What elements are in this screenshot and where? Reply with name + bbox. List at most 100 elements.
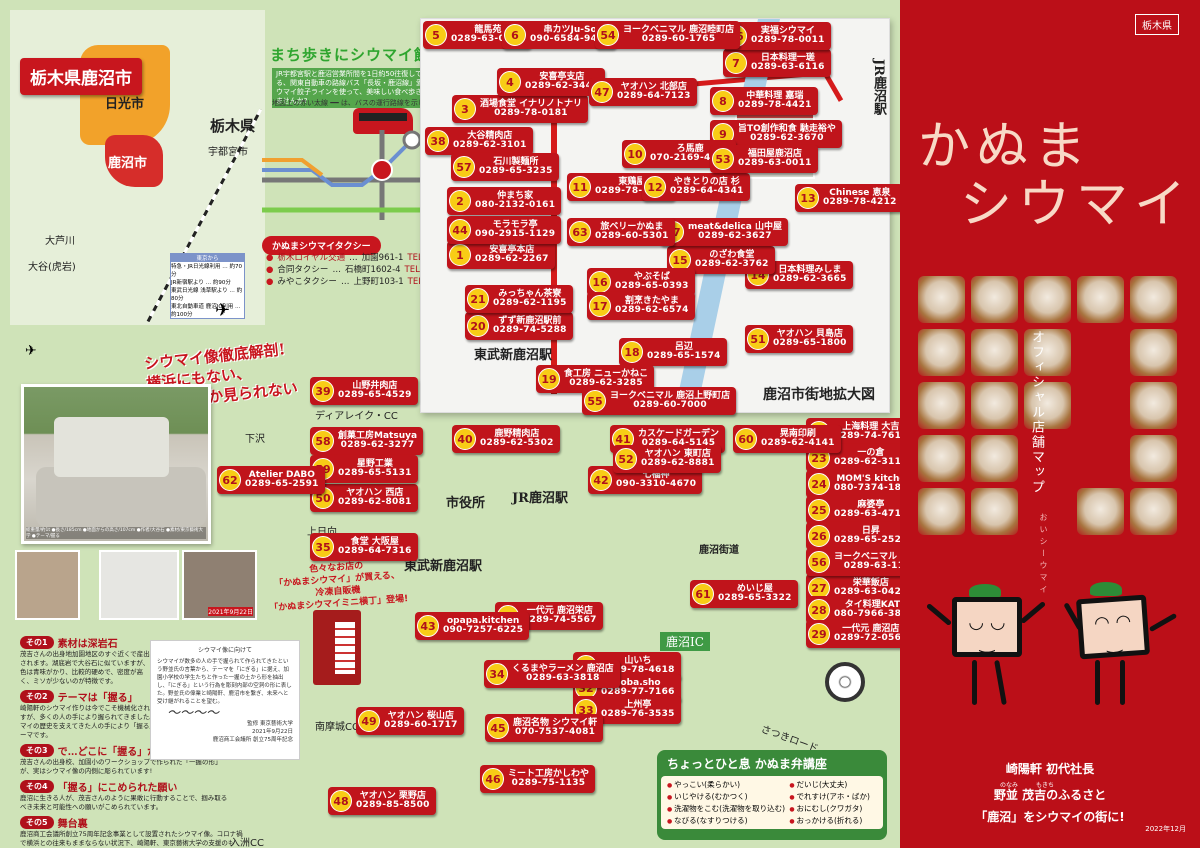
shop-tel[interactable]: 090-6584-9484: [530, 34, 611, 44]
shop-tel[interactable]: 0289-65-4529: [338, 390, 412, 400]
shop-tel[interactable]: 0289-63-3818: [525, 673, 600, 683]
shop-tel[interactable]: 0289-62-3118: [834, 457, 900, 467]
shop-tel[interactable]: 0289-62-3627: [698, 231, 772, 241]
shop-tel[interactable]: 0289-60-7000: [633, 400, 707, 410]
shop-tel[interactable]: 0289-85-8500: [356, 800, 430, 810]
shop-tel[interactable]: 0289-65-1574: [647, 351, 721, 361]
shop-tel[interactable]: 0289-63-0011: [738, 158, 812, 168]
shop-tel[interactable]: 070-7537-4081: [514, 727, 596, 737]
shop-tel[interactable]: 0289-77-7166: [601, 687, 675, 697]
shop-tel[interactable]: 0289-78-4212: [823, 197, 897, 207]
shop-tel[interactable]: 0289-64-7123: [617, 91, 691, 101]
shop-pin-59[interactable]: 59星野工業0289-65-5131: [310, 455, 418, 483]
shop-tel[interactable]: 0289-62-8881: [641, 458, 715, 468]
shop-tel[interactable]: 090-2915-1129: [475, 229, 556, 239]
shop-tel[interactable]: 080-7966-3859: [834, 609, 900, 619]
shop-tel[interactable]: 0289-62-3285: [569, 378, 643, 388]
shop-tel[interactable]: 0289-78-4379: [595, 186, 669, 196]
shop-tel[interactable]: 080-2132-0161: [475, 200, 556, 210]
shop-tel[interactable]: 090-7257-6225: [443, 625, 524, 635]
shop-tel[interactable]: 0289-62-3762: [695, 259, 769, 269]
shop-tel[interactable]: 0289-78-0181: [494, 108, 568, 118]
shop-tel[interactable]: 0289-62-4141: [761, 438, 835, 448]
map-area[interactable]: 日光市 鹿沼市 栃木県 宇都宮市 大谷(虎岩) 大芦川 栃木県鹿沼市 東京から …: [0, 0, 900, 848]
shop-tel[interactable]: 0289-62-1195: [493, 298, 567, 308]
shop-tel[interactable]: 0289-62-2267: [475, 254, 549, 264]
shop-tel[interactable]: 0289-62-3441: [525, 81, 599, 91]
shop-tel[interactable]: 0289-78-0011: [751, 35, 825, 45]
shop-tel[interactable]: 0289-60-5301: [595, 231, 669, 241]
shop-tel[interactable]: 0289-62-3670: [750, 133, 824, 143]
shop-tel[interactable]: 0289-63-4711: [834, 509, 900, 519]
shop-tel[interactable]: 0289-60-1765: [641, 34, 716, 44]
shop-tel[interactable]: 0289-78-4618: [601, 665, 675, 675]
shop-tel[interactable]: 0289-63-0428: [834, 587, 900, 597]
shop-tel[interactable]: 070-2169-4069: [650, 153, 731, 163]
shop-tel[interactable]: 090-3310-4670: [616, 479, 697, 489]
shop-tel[interactable]: 0289-62-8081: [338, 497, 412, 507]
shop-tel[interactable]: 0289-65-2525: [834, 535, 900, 545]
shop-tel[interactable]: 0289-63-0707: [451, 34, 525, 44]
shop-tel[interactable]: 0289-75-1135: [511, 778, 586, 788]
shop-tel[interactable]: 0289-62-6574: [615, 305, 689, 315]
shop-tel[interactable]: 0289-62-3665: [773, 274, 847, 284]
shop-tel[interactable]: 0289-78-4421: [738, 100, 812, 110]
shop-tel[interactable]: 0289-62-3101: [453, 140, 527, 150]
shop-tel[interactable]: 0289-64-7316: [338, 546, 412, 556]
shop-tel[interactable]: 0289-74-5567: [523, 615, 597, 625]
shop-tel[interactable]: 0289-74-7616: [834, 431, 900, 441]
shop-tel[interactable]: 0289-64-4341: [670, 186, 744, 196]
shop-tel[interactable]: 0289-65-0393: [615, 281, 689, 291]
shop-tel[interactable]: 0289-72-0565: [834, 633, 900, 643]
shop-tel[interactable]: 0289-76-3535: [601, 709, 675, 719]
shop-tel[interactable]: 0289-63-1133: [843, 561, 900, 571]
shop-tel[interactable]: 0289-65-1800: [773, 338, 847, 348]
shop-tel[interactable]: 0289-63-6116: [751, 62, 825, 72]
shop-tel[interactable]: 080-7374-1828: [834, 483, 900, 493]
shop-tel[interactable]: 0289-62-3277: [340, 440, 415, 450]
